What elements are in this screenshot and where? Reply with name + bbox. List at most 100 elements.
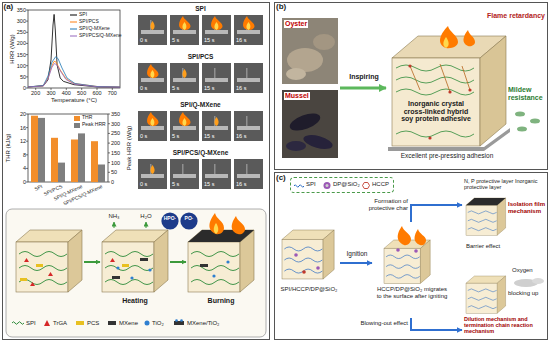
- node-text: PO·: [180, 216, 198, 222]
- hrr-chart-part: [28, 14, 120, 87]
- time-stamp: 5 s: [172, 181, 197, 187]
- node-text: (b): [276, 3, 286, 12]
- thr-bar-chart-part: [58, 163, 65, 182]
- arrow-label: Inspiring: [344, 73, 384, 81]
- mechanism-panel-part: [414, 249, 418, 253]
- mechanism-panel-part: [398, 226, 411, 245]
- mechanism-panel-part: [326, 184, 329, 187]
- bioinspiration-panel-part: [302, 132, 334, 151]
- node-text: blocking up: [508, 290, 546, 297]
- legend-label: TiO₂: [152, 320, 164, 327]
- time-stamp: 15 s: [204, 37, 229, 43]
- mechanism-panel-part: [302, 270, 306, 274]
- mechanism-schematic-part: [84, 261, 100, 263]
- dilution-cube: Oxygen blocking up Dilution mechanism and …: [462, 266, 546, 338]
- mechanism-schematic-part: [44, 320, 50, 326]
- mechanism-panel-part: [468, 211, 497, 231]
- mechanism-schematic-part: [108, 321, 116, 325]
- mechanism-panel-part: [466, 198, 506, 205]
- time-stamp: 15 s: [204, 85, 229, 91]
- node-text: N, P protective layer Inorganic protecti…: [464, 178, 546, 190]
- bioinspiration-panel-part: [440, 26, 458, 48]
- bioinspiration-panel-part: [468, 88, 471, 91]
- legend-label: SPI/PCS: [79, 19, 99, 25]
- burning-photos-part: [150, 21, 154, 30]
- bioinspiration-panel-part: [388, 128, 510, 151]
- burning-photos-part: [182, 69, 186, 78]
- node-text: (c): [276, 174, 286, 183]
- stage-label: Burning: [191, 297, 251, 305]
- axis-title: THR (kJ/g): [5, 134, 12, 163]
- tick-label: 100: [6, 63, 26, 69]
- tick-label: 12: [6, 138, 26, 144]
- burning-photos-part: [138, 63, 167, 93]
- hrr-chart-part: [26, 10, 112, 90]
- burning-photos-part: [234, 159, 263, 189]
- burning-photos-part: [179, 16, 190, 30]
- burning-photos-part: [147, 64, 158, 78]
- bioinspiration-panel-part: [313, 34, 335, 50]
- node-text: Oyster: [284, 20, 308, 28]
- bioinspiration-panel-part: [286, 68, 306, 80]
- node-text: Oxygen: [512, 267, 546, 274]
- node-text: SPI/HCCP/DP@SiO₂: [278, 286, 340, 293]
- gas-label: H₂O: [136, 213, 156, 220]
- thr-bar-chart-part: [51, 138, 58, 182]
- bioinspiration-panel-part: [428, 136, 431, 139]
- bioinspiration-panel: [282, 18, 540, 158]
- arrow-label: Ignition: [343, 250, 371, 257]
- time-stamp: 0 s: [140, 133, 165, 139]
- tick-label: 150: [6, 52, 26, 58]
- figure-panel: (b)OysterMusselExcellent pre-pressing ad…: [274, 2, 548, 170]
- component-key-box: SPIDP@SiO₂HCCP: [290, 177, 394, 193]
- bioinspiration-panel-part: [410, 64, 470, 92]
- tick-label: 8: [6, 152, 26, 158]
- mechanism-schematic-part: [30, 282, 35, 286]
- mechanism-schematic-part: [36, 264, 43, 267]
- bioinspiration-panel-part: [480, 36, 506, 146]
- tick-label: 100: [111, 160, 125, 166]
- flow-arrow: [411, 205, 462, 222]
- bioinspiration-panel-part: [282, 18, 338, 84]
- thr-bar-chart: [26, 114, 110, 182]
- mechanism-schematic-part: [105, 252, 153, 285]
- thr-bar-chart-part: [28, 114, 108, 182]
- mechanism-panel-part: [316, 266, 320, 270]
- legend-label: SPI/PCS/Q-MXene: [79, 33, 122, 39]
- thr-bar-chart-part: [98, 165, 105, 183]
- mechanism-schematic-part: [110, 258, 115, 262]
- tick-label: 150: [111, 150, 125, 156]
- legend-label: PCS: [87, 320, 99, 327]
- mechanism-panel-part: [363, 183, 370, 189]
- thr-bar-chart-part: [91, 141, 98, 182]
- axis-title: HRR (W/g): [9, 34, 16, 63]
- node-text: Inorganic crystal cross-linked hybrid so…: [398, 100, 474, 123]
- legend-label: SPI: [79, 12, 87, 18]
- flow-arrow: [340, 87, 386, 90]
- mechanism-schematic-part: [130, 276, 133, 279]
- burning-photos-part: [202, 111, 231, 141]
- burning-photos-part: [147, 112, 158, 126]
- burning-photos-part: [179, 112, 190, 126]
- tick-label: 300: [6, 18, 26, 24]
- mechanism-schematic-part: [48, 272, 53, 276]
- burning-photos-part: [202, 63, 231, 93]
- tick-label: 500: [73, 90, 91, 96]
- mechanism-panel-part: [386, 255, 420, 278]
- gas-label: NH₃: [104, 213, 124, 220]
- figure-panel: (a)HPO·PO·: [2, 2, 270, 340]
- mechanism-schematic-part: [232, 216, 245, 234]
- shell-photos: OysterMussel: [280, 16, 340, 160]
- axis-title: Temperature (°C): [34, 97, 114, 104]
- mechanism-schematic-part: [112, 276, 120, 279]
- mechanism-schematic-part: [102, 230, 168, 292]
- mechanism-schematic-part: [24, 258, 29, 262]
- node-text: Dilution mechanism and termination chain…: [464, 316, 546, 334]
- arrow-label: Formation of protective char: [350, 198, 408, 211]
- figure-panel: (c)SPIDP@SiO₂HCCPSPI/HCCP/DP@SiO₂HCCP/DP…: [274, 172, 548, 340]
- burning-photos-part: [170, 159, 199, 189]
- burning-photos-part: [211, 16, 222, 30]
- connectors: [340, 88, 462, 330]
